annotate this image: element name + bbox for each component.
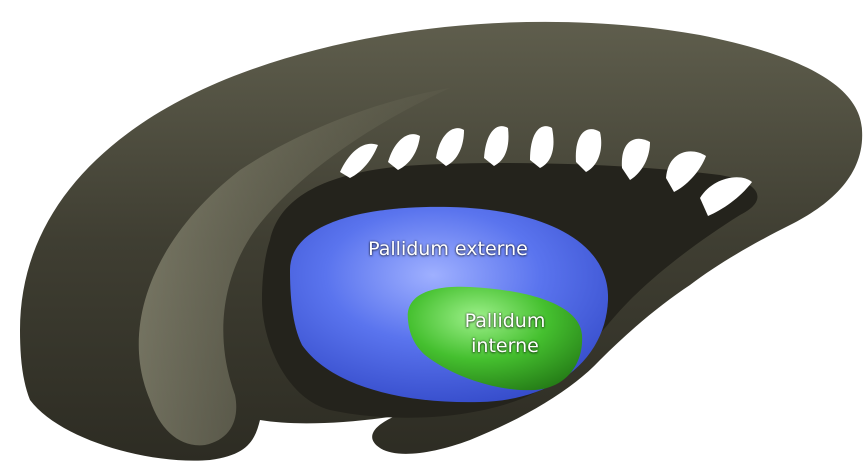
label-pallidum-externe: Pallidum externe xyxy=(368,238,528,260)
label-pallidum-interne-line2: interne xyxy=(471,335,539,357)
label-pallidum-interne-line1: Pallidum xyxy=(465,310,546,332)
